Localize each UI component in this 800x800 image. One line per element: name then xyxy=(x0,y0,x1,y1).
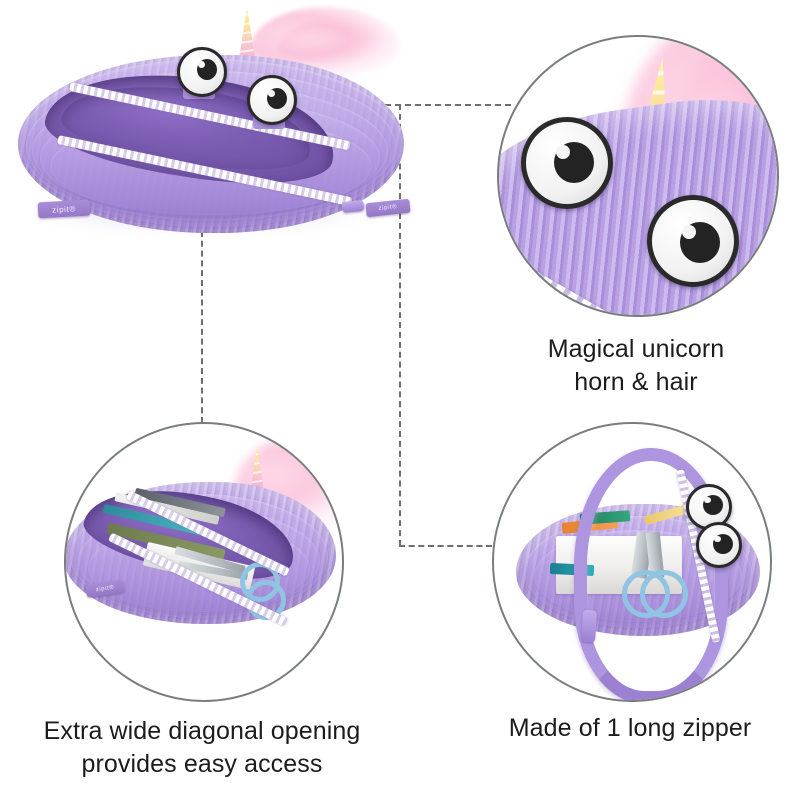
caption-one-long-zipper-line1: Made of 1 long zipper xyxy=(508,714,752,742)
googly-eye-closeup-left xyxy=(521,117,613,209)
connector-hero-to-horn-hair xyxy=(385,104,511,106)
caption-diagonal-opening-line2: provides easy access xyxy=(81,750,323,778)
eye-pupil-left xyxy=(197,59,217,80)
googly-eye-lower xyxy=(696,522,742,568)
callout-horn-hair xyxy=(497,35,779,317)
brand-tag: zipit® xyxy=(37,199,91,219)
googly-eye-left xyxy=(177,47,227,97)
callout-one-long-zipper xyxy=(492,422,772,702)
zipper-pull xyxy=(341,199,365,214)
connector-hero-to-one-long-zipper-horizontal xyxy=(399,545,492,547)
connector-hero-to-diagonal-opening xyxy=(201,231,203,423)
eye-pupil-closeup-left xyxy=(554,142,594,183)
caption-diagonal-opening-line1: Extra wide diagonal opening xyxy=(43,717,361,745)
callout-diagonal-opening-image: zipit® xyxy=(66,424,342,700)
callout-horn-hair-image xyxy=(499,37,777,315)
main-product-photo: zipit® zipit® xyxy=(10,5,411,240)
caption-horn-hair-line1: Magical unicorn xyxy=(547,335,725,363)
eye-pupil-right xyxy=(267,88,287,109)
caption-horn-hair-line2: horn & hair xyxy=(574,368,698,396)
zipper-pull xyxy=(580,609,598,643)
eye-pupil-upper xyxy=(703,495,723,515)
eye-pupil-lower xyxy=(713,534,733,554)
callout-diagonal-opening: zipit® xyxy=(64,422,344,702)
connector-hero-to-one-long-zipper-vertical xyxy=(399,104,401,546)
eye-pupil-closeup-right xyxy=(680,222,720,263)
callout-one-long-zipper-image xyxy=(494,424,770,700)
googly-eye-closeup-right xyxy=(647,195,739,287)
zipper-pull-tag: zipit® xyxy=(365,198,411,218)
googly-eye-right xyxy=(247,75,297,125)
